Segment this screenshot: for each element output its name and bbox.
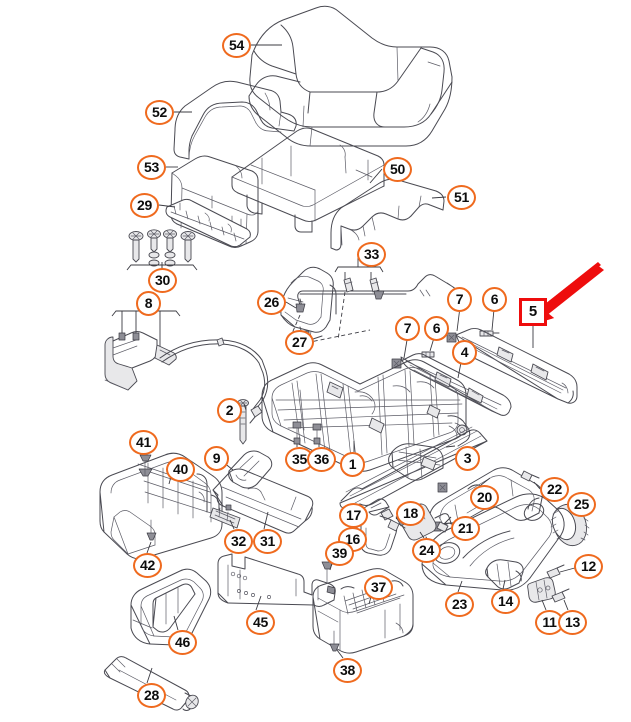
callout-22[interactable]: 22 (540, 477, 569, 502)
part-9-trim-cap (228, 450, 273, 489)
part-31-front-trim (209, 468, 314, 534)
callout-26[interactable]: 26 (257, 290, 286, 315)
callout-46[interactable]: 46 (168, 630, 197, 655)
callout-33[interactable]: 33 (357, 242, 386, 267)
part-11-14-brackets (485, 559, 570, 603)
part-4-gas-strut (400, 353, 512, 416)
callout-54[interactable]: 54 (222, 33, 251, 58)
callout-18[interactable]: 18 (396, 501, 425, 526)
part-54-seat-cushion (248, 5, 453, 147)
part-35-36-clips (292, 421, 322, 445)
part-7-6-lower (391, 351, 435, 369)
callout-45[interactable]: 45 (246, 610, 275, 635)
callout-17[interactable]: 17 (339, 503, 368, 528)
callout-12[interactable]: 12 (574, 554, 603, 579)
callout-1[interactable]: 1 (340, 452, 365, 477)
callout-30[interactable]: 30 (148, 268, 177, 293)
callout-6-upper[interactable]: 6 (482, 287, 507, 312)
callout-27[interactable]: 27 (285, 330, 314, 355)
part-40-armrest-housing (99, 452, 223, 560)
part-52-side-trim (173, 80, 297, 160)
callout-52[interactable]: 52 (145, 100, 174, 125)
part-8-release-lever (104, 310, 269, 424)
callout-37[interactable]: 37 (364, 575, 393, 600)
callout-41[interactable]: 41 (129, 430, 158, 455)
callout-5-highlighted[interactable]: 5 (519, 298, 547, 326)
callout-4[interactable]: 4 (452, 340, 477, 365)
callout-9[interactable]: 9 (204, 446, 229, 471)
callout-32[interactable]: 32 (224, 529, 253, 554)
callout-28[interactable]: 28 (137, 683, 166, 708)
callout-39[interactable]: 39 (325, 541, 354, 566)
callout-36[interactable]: 36 (307, 447, 336, 472)
callout-40[interactable]: 40 (166, 457, 195, 482)
callout-29[interactable]: 29 (130, 193, 159, 218)
callout-24[interactable]: 24 (412, 538, 441, 563)
callout-42[interactable]: 42 (133, 553, 162, 578)
callout-13[interactable]: 13 (558, 610, 587, 635)
callout-2[interactable]: 2 (217, 398, 242, 423)
part-45-support-bracket (217, 553, 336, 607)
callout-20[interactable]: 20 (470, 485, 499, 510)
part-33-torsion-rod (289, 256, 456, 345)
callout-21[interactable]: 21 (451, 516, 480, 541)
part-29-reinforcement-plate (165, 198, 251, 248)
callout-7-lower[interactable]: 7 (395, 316, 420, 341)
callout-25[interactable]: 25 (567, 492, 596, 517)
callout-3[interactable]: 3 (455, 446, 480, 471)
callout-8[interactable]: 8 (136, 291, 161, 316)
callout-23[interactable]: 23 (445, 592, 474, 617)
callout-53[interactable]: 53 (137, 155, 166, 180)
callout-7-upper[interactable]: 7 (447, 287, 472, 312)
callout-51[interactable]: 51 (447, 185, 476, 210)
part-30-bolt-kit (126, 229, 198, 271)
callout-31[interactable]: 31 (253, 529, 282, 554)
callout-38[interactable]: 38 (333, 658, 362, 683)
callout-11[interactable]: 11 (535, 610, 564, 635)
callout-6-lower[interactable]: 6 (424, 316, 449, 341)
callout-50[interactable]: 50 (383, 157, 412, 182)
part-5-rail-highlighted (455, 328, 578, 404)
callout-14[interactable]: 14 (491, 589, 520, 614)
